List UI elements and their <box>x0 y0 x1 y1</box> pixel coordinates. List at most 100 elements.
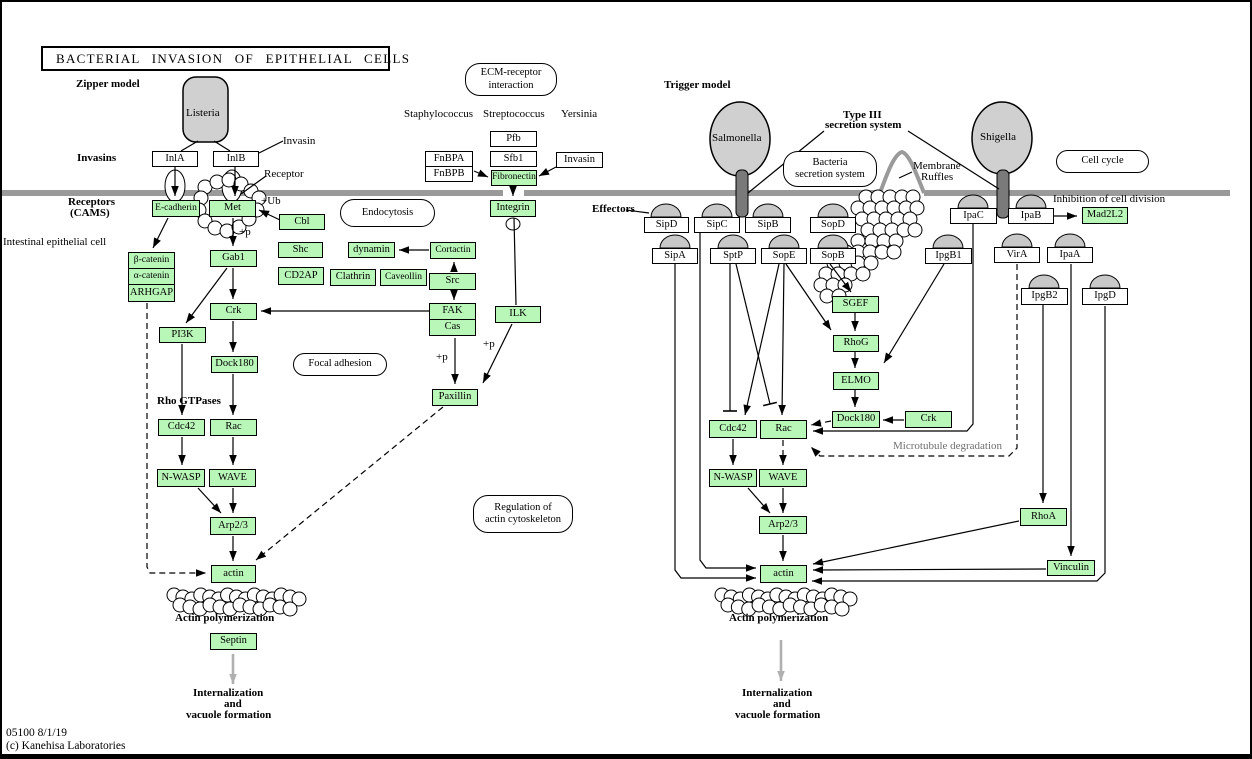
label-p: +p <box>239 226 251 238</box>
gene-sptp[interactable]: SptP <box>710 248 756 264</box>
gene-fibronectin[interactable]: Fibronectin <box>491 170 537 186</box>
gene-crk[interactable]: Crk <box>210 303 257 320</box>
gene-cd2ap[interactable]: CD2AP <box>278 267 324 285</box>
gene-actinl[interactable]: actin <box>211 565 256 583</box>
edge-line <box>185 267 228 324</box>
gene-cdc42r[interactable]: Cdc42 <box>709 420 757 438</box>
gene-dock180[interactable]: Dock180 <box>211 356 258 373</box>
edge-line <box>180 140 199 152</box>
gene-elmo[interactable]: ELMO <box>833 372 879 390</box>
gene-dynamin[interactable]: dynamin <box>348 242 395 258</box>
gene-pi3k[interactable]: PI3K <box>159 327 206 343</box>
gene-met[interactable]: Met <box>209 200 256 217</box>
gene-ipab[interactable]: IpaB <box>1008 208 1054 224</box>
gene-vira[interactable]: VirA <box>994 247 1040 263</box>
pathway-link-cell-cycle[interactable]: Cell cycle <box>1056 150 1149 173</box>
gene-fak[interactable]: FAK <box>429 303 476 320</box>
edge-line <box>883 263 945 364</box>
gene-fnbpa[interactable]: FnBPA <box>425 151 473 167</box>
gene-arp23[interactable]: Arp2/3 <box>210 517 256 535</box>
gene-gab1[interactable]: Gab1 <box>210 250 257 267</box>
arrowhead <box>231 186 239 196</box>
t3ss-needle <box>735 169 749 218</box>
translocon-dome <box>650 203 682 218</box>
gene-ipaa[interactable]: IpaA <box>1047 247 1093 263</box>
gene-paxillin[interactable]: Paxillin <box>432 389 478 406</box>
gene-inla[interactable]: InlA <box>152 151 198 167</box>
gene-invasinbox[interactable]: Invasin <box>556 152 603 168</box>
actin-filament-circle <box>907 222 923 238</box>
gene-wave[interactable]: WAVE <box>209 469 256 487</box>
actin-filament-circle <box>834 601 850 617</box>
gene-cdc42[interactable]: Cdc42 <box>158 419 205 436</box>
pathway-link-regulation-of-actin-cytoskeleton[interactable]: Regulation of actin cytoskeleton <box>473 495 573 533</box>
gene-rhoa[interactable]: RhoA <box>1020 508 1067 526</box>
actin-filament-circle <box>282 601 298 617</box>
gene-rhog[interactable]: RhoG <box>833 335 879 352</box>
gene-ipgd[interactable]: IpgD <box>1082 288 1128 305</box>
gene-cas[interactable]: Cas <box>429 319 476 336</box>
arrowhead <box>746 564 756 572</box>
gene-shc[interactable]: Shc <box>278 242 323 258</box>
gene-rac[interactable]: Rac <box>210 419 257 436</box>
gene-n-wasp[interactable]: N-WASP <box>157 469 205 487</box>
gene-b-catenin[interactable]: β-catenin <box>128 252 175 269</box>
gene-inlb[interactable]: InlB <box>213 151 259 167</box>
actin-filament-circle <box>231 219 247 235</box>
edge-line <box>898 171 913 179</box>
gene-ilk[interactable]: ILK <box>495 306 541 323</box>
gene-integrin[interactable]: Integrin <box>490 200 536 217</box>
label-intestinal-epithelial-cell: Intestinal epithelial cell <box>3 236 107 248</box>
gene-mad2l2[interactable]: Mad2L2 <box>1082 207 1128 224</box>
gene-arp23r[interactable]: Arp2/3 <box>759 516 807 534</box>
gene-sope[interactable]: SopE <box>761 248 807 264</box>
edge-line <box>625 209 650 214</box>
gene-arhgap[interactable]: ARHGAP <box>128 284 175 302</box>
gene-n-waspr[interactable]: N-WASP <box>709 469 757 487</box>
gene-cortactin[interactable]: Cortactin <box>430 242 476 259</box>
gene-ipgb2[interactable]: IpgB2 <box>1021 288 1068 305</box>
translocon-dome <box>701 203 733 218</box>
gene-pfb[interactable]: Pfb <box>490 131 537 147</box>
gene-sipd[interactable]: SipD <box>644 217 689 233</box>
gene-clathrin[interactable]: Clathrin <box>330 269 376 286</box>
arrowhead <box>760 502 770 513</box>
gene-sipc[interactable]: SipC <box>694 217 740 233</box>
gene-fnbpb[interactable]: FnBPB <box>425 166 473 182</box>
pathway-link-focal-adhesion[interactable]: Focal adhesion <box>293 353 387 376</box>
gene-sipa[interactable]: SipA <box>652 248 698 264</box>
pathway-link-bacteria-secretion-system[interactable]: Bacteria secretion system <box>783 151 877 187</box>
pathway-link-endocytosis[interactable]: Endocytosis <box>340 199 435 227</box>
gene-ipgb1[interactable]: IpgB1 <box>925 248 972 264</box>
gene-crkr[interactable]: Crk <box>905 411 952 428</box>
gene-dock180r[interactable]: Dock180 <box>832 411 880 428</box>
gene-septin[interactable]: Septin <box>210 633 257 650</box>
gene-actinr[interactable]: actin <box>760 565 807 583</box>
gene-sfb1[interactable]: Sfb1 <box>490 151 537 167</box>
gene-sopd[interactable]: SopD <box>810 217 856 233</box>
gene-src[interactable]: Src <box>429 273 476 290</box>
gene-vinculin[interactable]: Vinculin <box>1047 560 1095 576</box>
pathway-link-ecm-receptor-interaction[interactable]: ECM-receptor interaction <box>465 63 557 96</box>
gene-waver[interactable]: WAVE <box>759 469 807 487</box>
label-microtubule-degradation: Microtubule degradation <box>893 440 1003 452</box>
gene-sopb[interactable]: SopB <box>810 248 856 264</box>
gene-a-catenin[interactable]: α-catenin <box>128 268 175 285</box>
arrowhead <box>196 569 206 577</box>
bacterium-label-salmonella: Salmonella <box>712 132 762 144</box>
bacterium-listeria[interactable] <box>182 76 229 143</box>
gene-racr[interactable]: Rac <box>760 420 807 439</box>
image-border-bottom <box>0 754 1252 759</box>
gene-ipac[interactable]: IpaC <box>950 208 997 224</box>
edge-line <box>213 140 231 152</box>
gene-sipb[interactable]: SipB <box>745 217 791 233</box>
gene-cbl[interactable]: Cbl <box>279 214 325 230</box>
arrowhead <box>178 405 186 415</box>
label-staphylococcus: Staphylococcus <box>404 108 474 120</box>
gene-caveollin[interactable]: Caveollin <box>380 269 427 286</box>
gene-e-cadherin[interactable]: E-cadherin <box>152 200 200 217</box>
translocon-dome <box>752 203 784 218</box>
arrowhead <box>229 455 237 465</box>
gene-sgef[interactable]: SGEF <box>832 296 879 313</box>
